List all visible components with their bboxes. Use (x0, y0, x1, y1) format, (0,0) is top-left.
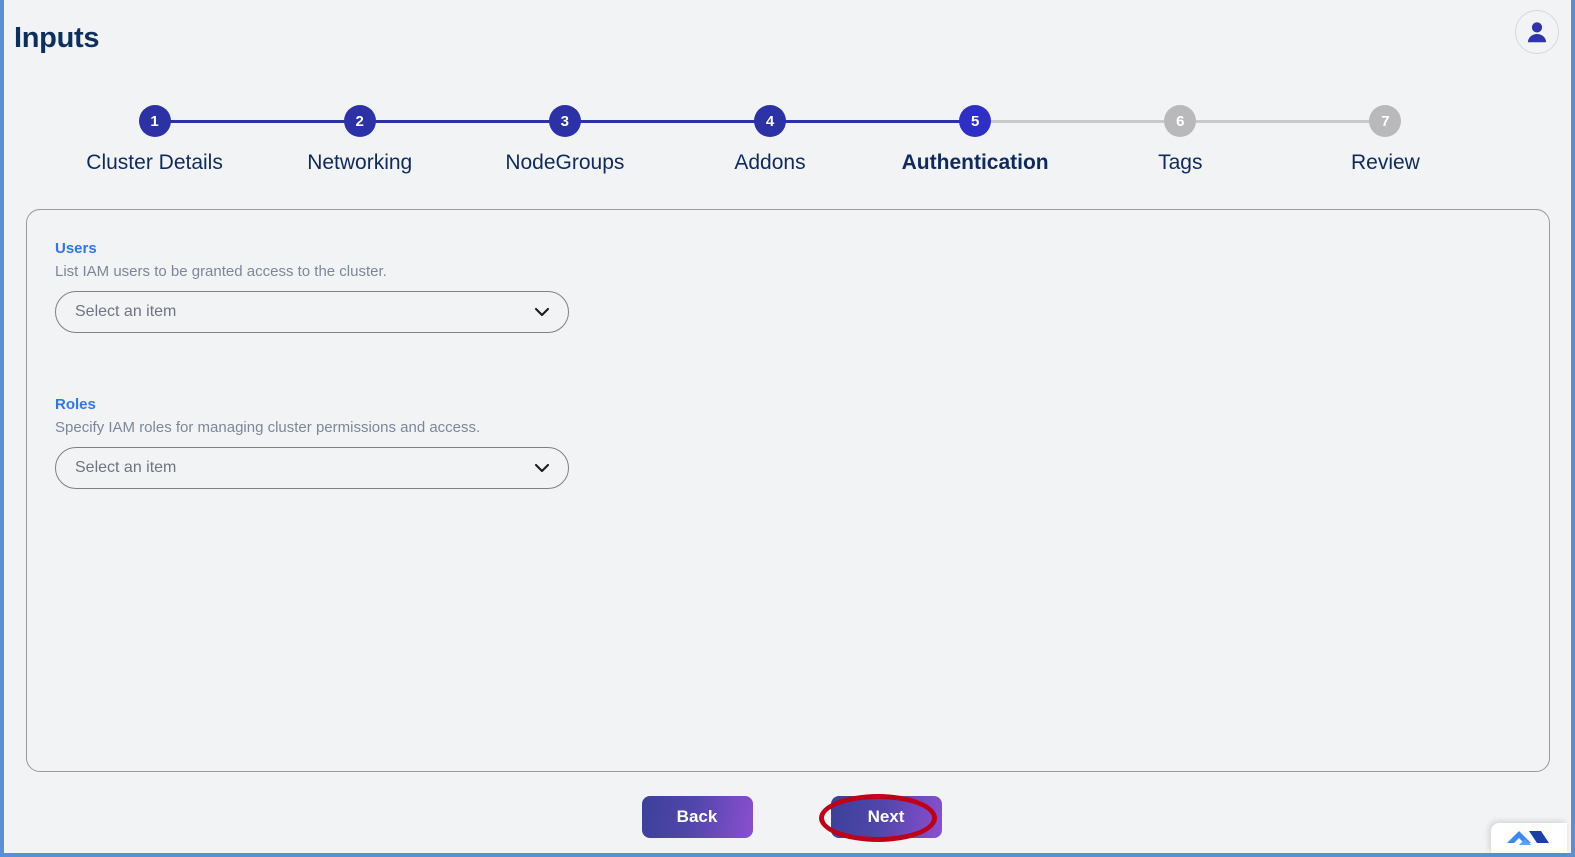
stepper-step-number: 4 (753, 105, 786, 137)
stepper-step-label: Cluster Details (86, 151, 223, 174)
users-label: Users (55, 240, 97, 257)
users-help-text: List IAM users to be granted access to t… (55, 263, 387, 280)
stepper-step-cluster-details[interactable]: 1 Cluster Details (52, 105, 360, 193)
chevron-down-icon (534, 307, 550, 317)
stepper-step-label: Networking (307, 151, 413, 174)
support-widget-logo-icon (1507, 831, 1549, 845)
roles-select[interactable]: Select an item (55, 447, 569, 489)
roles-help-text: Specify IAM roles for managing cluster p… (55, 419, 481, 436)
stepper-connector (359, 120, 565, 123)
page-title: Inputs (14, 22, 100, 54)
support-widget[interactable] (1491, 823, 1567, 853)
roles-label: Roles (55, 396, 96, 413)
stepper-step-number: 5 (959, 105, 992, 137)
stepper-step-tags[interactable]: 6 Tags (1078, 105, 1386, 193)
stepper-step-label: NodeGroups (505, 151, 625, 174)
stepper-step-label: Addons (734, 151, 806, 174)
stepper-connector (769, 120, 976, 123)
stepper-step-authentication[interactable]: 5 Authentication (873, 105, 1181, 193)
stepper-step-label: Authentication (901, 151, 1049, 174)
stepper-connector (1180, 120, 1386, 123)
stepper-step-label: Review (1350, 151, 1420, 174)
wizard-stepper: 1 Cluster Details 2 Networking 3 NodeGro… (52, 105, 1488, 193)
next-button[interactable]: Next (830, 796, 942, 838)
avatar[interactable] (1515, 10, 1559, 54)
stepper-step-number: 2 (343, 105, 376, 137)
roles-select-value: Select an item (75, 459, 177, 476)
stepper-step-number: 3 (548, 105, 581, 137)
stepper-step-number: 7 (1369, 105, 1402, 137)
stepper-step-nodegroups[interactable]: 3 NodeGroups (462, 105, 770, 193)
chevron-down-icon (534, 463, 550, 473)
stepper-step-addons[interactable]: 4 Addons (667, 105, 976, 193)
stepper-step-label: Tags (1158, 151, 1203, 174)
stepper-step-number: 1 (138, 105, 171, 137)
field-group-users: Users List IAM users to be granted acces… (55, 240, 569, 333)
footer-actions: Back Next (4, 796, 1575, 838)
users-select[interactable]: Select an item (55, 291, 569, 333)
stepper-step-number: 6 (1164, 105, 1197, 137)
users-select-value: Select an item (75, 303, 177, 320)
authentication-form-card: Users List IAM users to be granted acces… (26, 209, 1550, 772)
stepper-connector (564, 120, 770, 123)
user-avatar-icon (1527, 22, 1547, 43)
stepper-connector (154, 120, 360, 123)
stepper-connector (975, 120, 1181, 123)
back-button[interactable]: Back (641, 796, 753, 838)
stepper-step-review[interactable]: 7 Review (1283, 105, 1488, 193)
field-group-roles: Roles Specify IAM roles for managing clu… (55, 396, 569, 489)
stepper-step-networking[interactable]: 2 Networking (257, 105, 565, 193)
